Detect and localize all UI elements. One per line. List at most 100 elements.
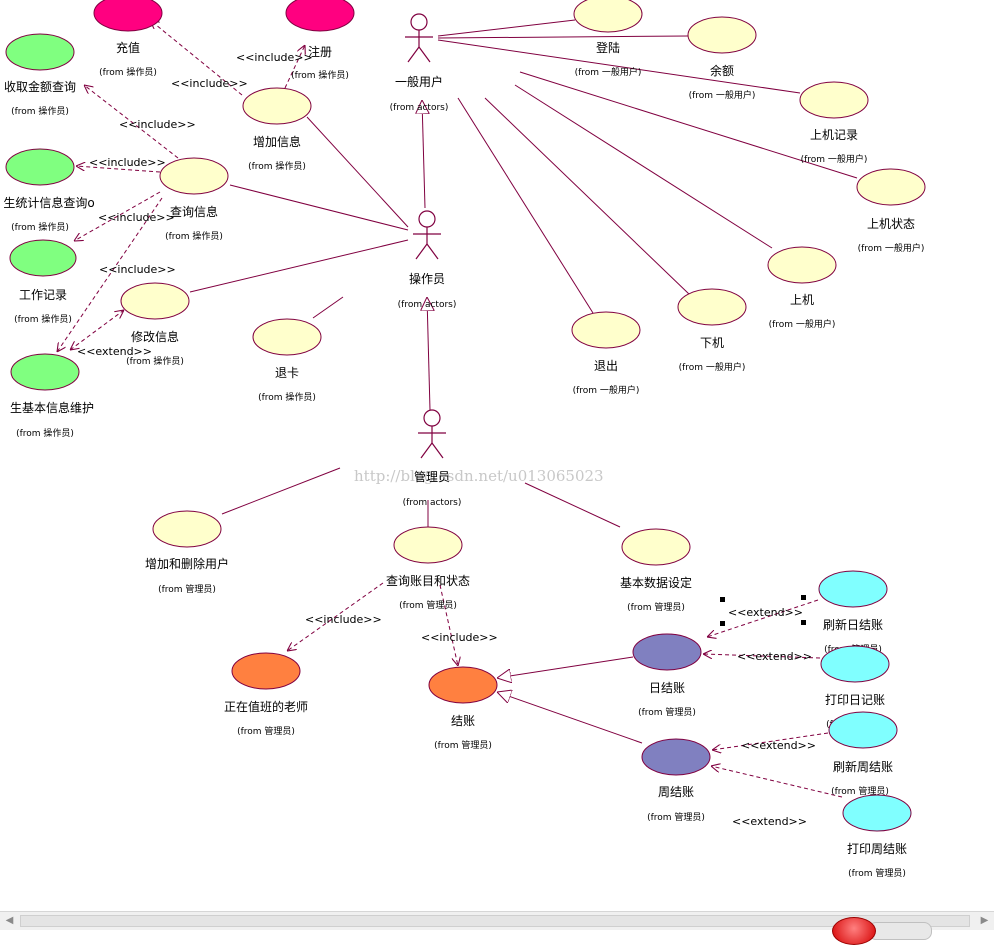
usecase-work-record[interactable]: 工作记录 (from 操作员) [9, 239, 77, 325]
usecase-label: 收取金额查询 [4, 79, 76, 94]
usecase-ellipse[interactable] [842, 794, 912, 832]
usecase-exit[interactable]: 退出(from 一般用户) [571, 311, 641, 396]
usecase-ellipse[interactable] [9, 239, 77, 277]
scroll-left-arrow-icon[interactable]: ◀ [5, 915, 14, 926]
dependencies [57, 20, 843, 798]
horizontal-scrollbar[interactable]: ◀ ▶ [0, 911, 994, 930]
actor-admin[interactable]: 管理员(from actors) [403, 409, 462, 508]
usecase-ellipse[interactable] [856, 168, 926, 206]
usecase-query-account[interactable]: 查询账目和状态(from 管理员) [386, 526, 470, 611]
stereotype-include: <<include>> [89, 156, 166, 169]
usecase-from-label: (from 一般用户) [858, 242, 925, 254]
stick-figure-icon[interactable] [405, 13, 433, 63]
usecase-ellipse[interactable] [641, 738, 711, 776]
usecase-from-label: (from 操作员) [248, 160, 306, 172]
scroll-right-arrow-icon[interactable]: ▶ [980, 915, 989, 926]
actor-label: 操作员 [409, 271, 445, 286]
usecase-ellipse[interactable] [799, 81, 869, 119]
usecase-balance[interactable]: 余额(from 一般用户) [687, 16, 757, 101]
usecase-ellipse[interactable] [393, 526, 463, 564]
usecase-refresh-weekly[interactable]: 刷新周结账(from 管理员) [828, 711, 898, 797]
usecase-machine-record[interactable]: 上机记录 (from 一般用户) [799, 81, 869, 165]
actor-from-label: (from actors) [390, 103, 449, 113]
usecase-label: 修改信息 [131, 329, 179, 344]
usecase-student-info[interactable]: 生基本信息维护(from 操作员) [10, 353, 94, 439]
usecase-daily-settle[interactable]: 日结账(from 管理员) [632, 633, 702, 718]
usecase-from-label: (from 管理员) [848, 867, 906, 879]
usecase-recharge[interactable]: 充值(from 操作员) [93, 0, 163, 78]
actors: 一般用户(from actors)操作员(from actors)管理员(fro… [390, 13, 462, 508]
usecase-machine-status[interactable]: 上机状态(from 一般用户) [856, 168, 926, 254]
usecase-ellipse[interactable] [93, 0, 163, 32]
usecase-label: 打印日记账 [825, 693, 885, 707]
usecase-query-info[interactable]: 查询信息(from 操作员) [159, 157, 229, 242]
usecase-from-label: (from 管理员) [237, 725, 295, 737]
usecase-modify-info[interactable]: 修改信息(from 操作员) [120, 282, 190, 367]
usecase-from-label: (from 操作员) [14, 313, 72, 325]
usecase-from-label: (from 一般用户) [689, 89, 756, 101]
stereotype-include: <<include>> [119, 118, 196, 131]
actor-operator[interactable]: 操作员(from actors) [398, 210, 457, 310]
usecase-ellipse[interactable] [252, 318, 322, 356]
usecase-register[interactable]: 注册(from 操作员) [285, 0, 355, 81]
usecase-settle[interactable]: 结账(from 管理员) [428, 666, 498, 751]
usecase-ellipse[interactable] [687, 16, 757, 54]
status-orb-icon[interactable] [832, 917, 876, 945]
usecase-ellipse[interactable] [231, 652, 301, 690]
usecase-from-label: (from 一般用户) [801, 153, 868, 165]
usecase-ellipse[interactable] [632, 633, 702, 671]
scrollbar-thumb[interactable] [20, 915, 970, 927]
stereotype-extend: <<extend>> [732, 815, 807, 828]
usecase-ellipse[interactable] [159, 157, 229, 195]
usecase-ellipse[interactable] [10, 353, 80, 391]
stick-figure-icon[interactable] [413, 210, 441, 260]
usecase-label: 打印周结账 [847, 842, 907, 856]
actor-general[interactable]: 一般用户(from actors) [390, 13, 449, 113]
usecase-label: 充值 [116, 40, 140, 55]
usecase-label: 下机 [700, 336, 724, 350]
usecase-ellipse[interactable] [285, 0, 355, 32]
usecase-basic-data[interactable]: 基本数据设定(from 管理员) [620, 528, 692, 613]
usecase-label: 增加和删除用户 [145, 556, 229, 571]
usecase-label: 正在值班的老师 [224, 699, 308, 714]
stereotype-include: <<include>> [421, 631, 498, 644]
usecase-ellipse[interactable] [767, 246, 837, 284]
usecase-label: 增加信息 [253, 134, 301, 149]
usecase-from-label: (from 管理员) [434, 739, 492, 751]
usecase-student-stats[interactable]: 生统计信息查询o(from 操作员) [3, 148, 95, 233]
usecase-from-label: (from 管理员) [647, 811, 705, 823]
stick-figure-icon[interactable] [418, 409, 446, 459]
usecase-label: 工作记录 [19, 288, 67, 302]
usecase-ellipse[interactable] [242, 87, 312, 125]
usecase-ellipse[interactable] [573, 0, 643, 33]
usecase-refund-query[interactable]: 收取金额查询(from 操作员) [4, 33, 76, 117]
usecase-refresh-daily[interactable]: 刷新日结账(from 管理员) [818, 570, 888, 655]
usecase-label: 刷新日结账 [823, 617, 883, 632]
usecase-login[interactable]: 登陆(from 一般用户) [573, 0, 643, 78]
usecase-ellipse[interactable] [818, 570, 888, 608]
usecase-ellipse[interactable] [5, 148, 75, 186]
usecase-add-del-user[interactable]: 增加和删除用户(from 管理员) [145, 510, 229, 595]
usecase-return-card[interactable]: 退卡(from 操作员) [252, 318, 322, 403]
usecase-label: 查询信息 [170, 204, 218, 219]
usecase-ellipse[interactable] [828, 711, 898, 749]
usecase-label: 上机记录 [810, 128, 858, 142]
usecase-weekly-settle[interactable]: 周结账(from 管理员) [641, 738, 711, 823]
usecase-from-label: (from 一般用户) [575, 66, 642, 78]
usecase-add-info[interactable]: 增加信息 (from 操作员) [242, 87, 312, 172]
stereotype-include: <<include>> [98, 211, 175, 224]
usecase-on-duty-teacher[interactable]: 正在值班的老师 (from 管理员) [224, 652, 308, 737]
usecase-ellipse[interactable] [621, 528, 691, 566]
usecase-print-weekly[interactable]: 打印周结账 (from 管理员) [842, 794, 912, 879]
usecase-ellipse[interactable] [5, 33, 75, 71]
usecase-ellipse[interactable] [120, 282, 190, 320]
usecase-from-label: (from 一般用户) [573, 384, 640, 396]
usecase-on-machine[interactable]: 上机(from 一般用户) [767, 246, 837, 330]
usecase-ellipse[interactable] [152, 510, 222, 548]
usecase-ellipse[interactable] [677, 288, 747, 326]
usecase-ellipse[interactable] [428, 666, 498, 704]
usecase-ellipse[interactable] [820, 645, 890, 683]
usecase-from-label: (from 操作员) [16, 427, 74, 439]
usecase-off-machine[interactable]: 下机(from 一般用户) [677, 288, 747, 373]
usecase-ellipse[interactable] [571, 311, 641, 349]
